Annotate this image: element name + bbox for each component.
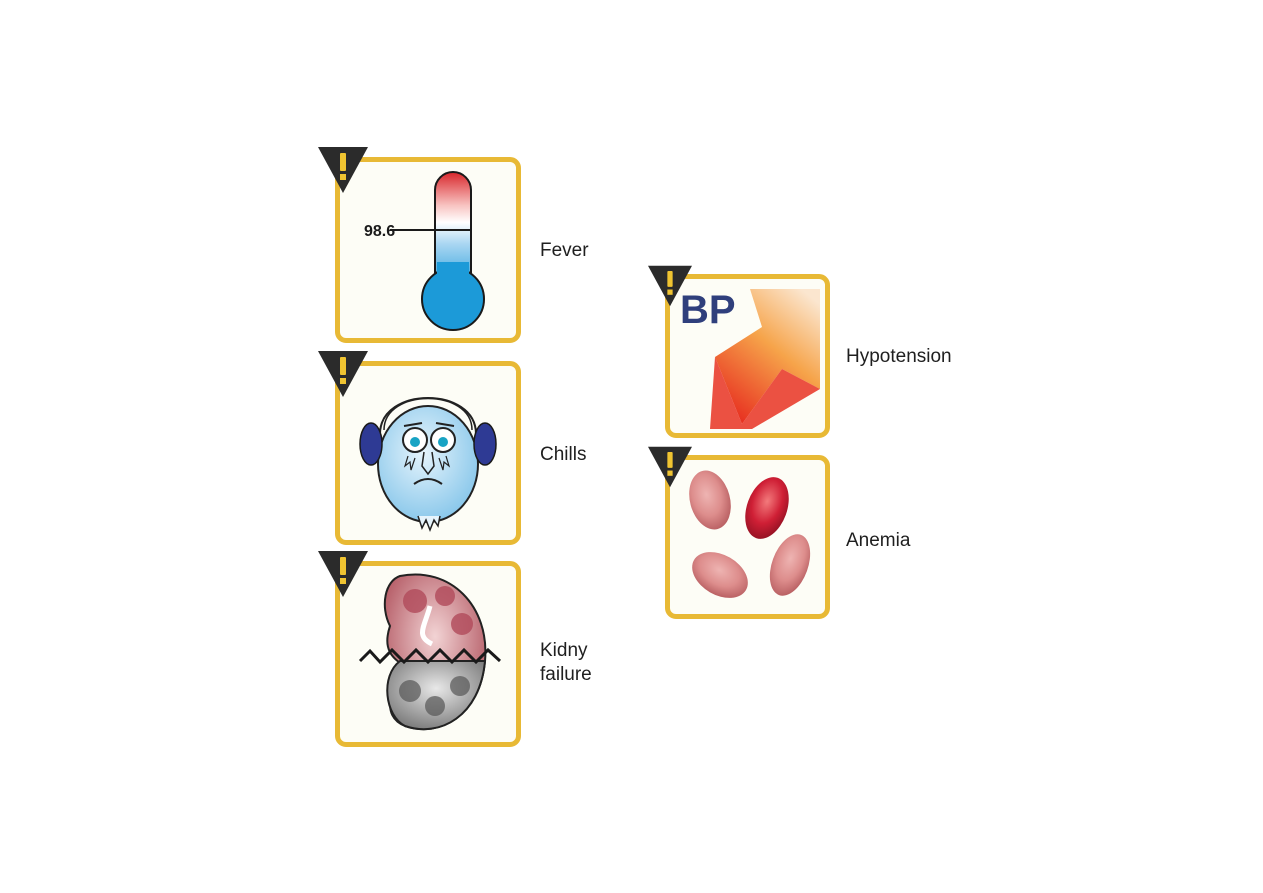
kidney-label-line1: Kidny xyxy=(540,640,588,661)
kidney-icon xyxy=(358,573,502,731)
chills-label: Chills xyxy=(540,444,587,465)
warning-icon xyxy=(648,446,692,488)
blood-pressure-arrow-icon: BP xyxy=(680,288,820,429)
bp-text: BP xyxy=(680,288,736,332)
cold-face-icon xyxy=(359,397,497,533)
warning-icon xyxy=(318,147,368,193)
red-blood-cells-icon xyxy=(689,470,811,598)
fever-card: 98.6 xyxy=(335,157,521,343)
warning-icon xyxy=(318,351,368,397)
hypotension-label: Hypotension xyxy=(846,346,952,367)
anemia-card xyxy=(665,455,830,619)
anemia-label: Anemia xyxy=(846,530,911,551)
warning-icon xyxy=(648,265,692,307)
thermometer-reading: 98.6 xyxy=(364,223,395,240)
kidney-card xyxy=(335,561,521,747)
kidney-label-line2: failure xyxy=(540,664,592,685)
warning-icon xyxy=(318,551,368,597)
hypotension-card: BP xyxy=(665,274,830,438)
fever-label: Fever xyxy=(540,240,589,261)
chills-card xyxy=(335,361,521,545)
thermometer-icon: 98.6 xyxy=(364,171,485,331)
